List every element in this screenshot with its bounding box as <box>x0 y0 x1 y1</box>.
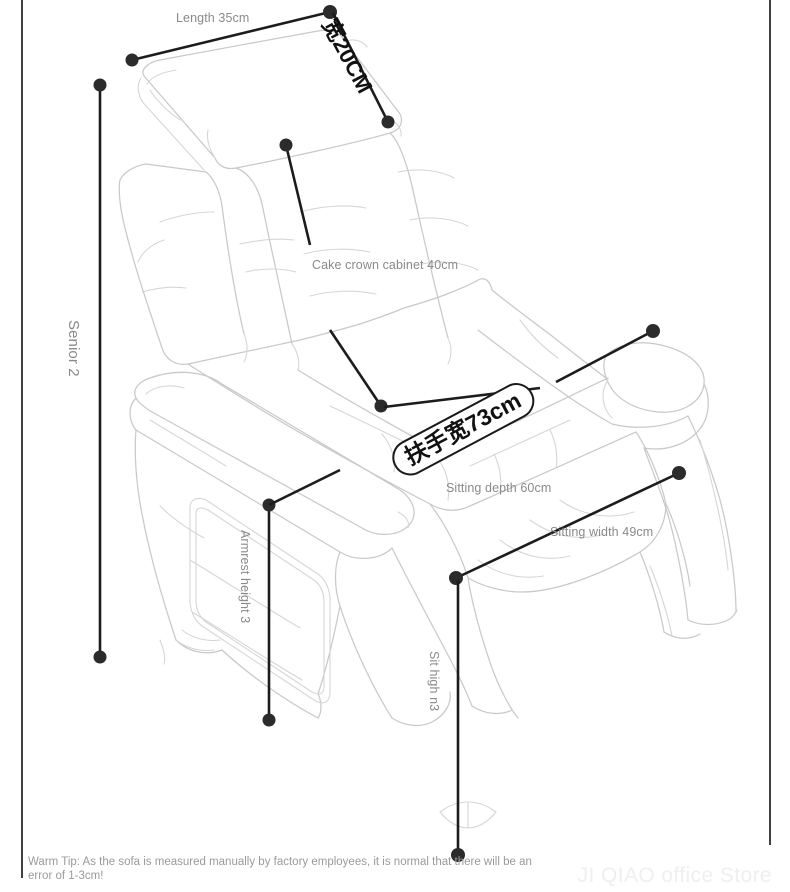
seat-cushion-outline <box>187 363 667 593</box>
dimension-line-overall-height <box>93 78 107 664</box>
dimension-line-seat-height <box>451 580 465 862</box>
base-and-footrest-outline <box>159 505 519 727</box>
right-armrest-outline <box>477 289 709 450</box>
left-side-panel-outline <box>134 429 341 719</box>
store-watermark: JI QIAO office Store <box>577 864 772 887</box>
label-sitting-width: Sitting width 49cm <box>550 525 654 539</box>
label-overall-height: Senior 2 <box>65 320 82 377</box>
page-border <box>21 0 771 878</box>
label-armrest-height: Armrest height 3 <box>238 530 252 624</box>
dimension-line-sitting-depth <box>449 466 686 585</box>
label-sitting-depth: Sitting depth 60cm <box>446 481 552 495</box>
label-headrest-length: Length 35cm <box>176 11 250 25</box>
label-backrest-height: Cake crown cabinet 40cm <box>312 258 459 272</box>
bottom-decoration-outline <box>439 801 497 829</box>
dimension-line-headrest-width <box>331 12 395 129</box>
label-seat-height: Sit high n3 <box>427 651 441 712</box>
left-armrest-outline <box>129 371 415 559</box>
backrest-outline <box>118 132 493 371</box>
warm-tip-text: Warm Tip: As the sofa is measured manual… <box>28 856 532 883</box>
dimension-line-backrest-height <box>279 138 388 413</box>
dimension-connector <box>268 468 341 507</box>
right-side-panel-outline <box>639 415 738 639</box>
